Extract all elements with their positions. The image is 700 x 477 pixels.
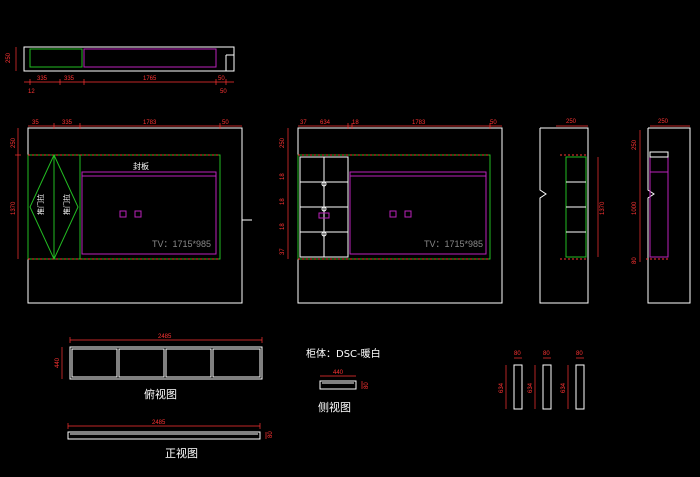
top-strip-dim-1: 335 — [37, 76, 48, 82]
fv-dim-right: 80 — [268, 431, 274, 438]
pv-caption: 俯视图 — [144, 387, 177, 401]
fe1-socket-1 — [119, 210, 127, 218]
pd1-dim-left: 634 — [499, 382, 505, 393]
pv-dim-width: 2485 — [158, 334, 172, 340]
pd3-dim-left: 634 — [561, 382, 567, 393]
sv-dims — [320, 375, 363, 389]
material-note: 柜体：DSC-暖白 — [306, 347, 381, 360]
fe2-dims — [287, 123, 502, 259]
top-strip-outline — [23, 46, 235, 72]
pd1-panel — [513, 364, 523, 410]
pd2-panel — [542, 364, 552, 410]
pv-outline — [69, 346, 263, 380]
fe1-dim-left-2: 1370 — [11, 201, 17, 215]
ss1-outline — [539, 127, 589, 304]
sv-caption: 侧视图 — [318, 400, 351, 414]
panel-detail-2: 80 634 — [528, 351, 552, 410]
panel-detail-1: 80 634 — [499, 351, 523, 410]
top-strip-right-box — [83, 48, 217, 68]
fe2-dim-top-1: 37 — [300, 120, 307, 126]
ss1-dim-top: 250 — [566, 119, 577, 125]
fe2-dim-top-3: 18 — [352, 120, 359, 126]
top-strip-dim-2: 335 — [64, 76, 75, 82]
front-view — [67, 431, 261, 440]
fe1-dim-top-1: 35 — [32, 120, 39, 126]
fe1-dims — [15, 123, 242, 259]
ss2-outline — [647, 127, 691, 304]
front-elevation-2 — [297, 127, 503, 304]
fe2-dim-left-5: 37 — [280, 248, 286, 255]
panel-detail-3: 80 634 — [561, 351, 585, 410]
front-elevation-1 — [27, 127, 252, 304]
sv-dim-width: 440 — [333, 370, 344, 376]
fe1-tv-label: TV：1715*985 — [152, 239, 211, 249]
side-view — [319, 380, 357, 390]
ss2-dim-right-3: 80 — [632, 257, 638, 264]
ss2-dim-right-1: 250 — [632, 139, 638, 150]
fe1-dim-top-2: 335 — [62, 120, 73, 126]
top-strip-dim-height: 250 — [6, 52, 12, 63]
pd3-panel — [575, 364, 585, 410]
fe2-dim-left-4: 18 — [280, 223, 286, 230]
fe2-tv-label: TV：1715*985 — [424, 239, 483, 249]
top-strip-dim-3: 1765 — [143, 76, 157, 82]
ss1-dim-right: 1370 — [600, 201, 606, 215]
pv-dims — [61, 337, 263, 379]
fe2-socket-1 — [389, 210, 397, 218]
fe1-label-fengban: 封板 — [133, 161, 149, 171]
pd3-dim-top: 80 — [576, 351, 583, 357]
pd1-dim-top: 80 — [514, 351, 521, 357]
top-strip-drawing — [23, 46, 235, 72]
fv-outline — [67, 431, 261, 440]
pd2-dim-top: 80 — [543, 351, 550, 357]
ss2-dim-right-2: 1000 — [632, 201, 638, 215]
pd2-dim-left: 634 — [528, 382, 534, 393]
fe1-dim-top-4: 50 — [222, 120, 229, 126]
fe1-label-door-right: 推门拉 — [62, 194, 71, 215]
fe2-dim-top-5: 50 — [490, 120, 497, 126]
side-section-1 — [539, 127, 589, 304]
pv-dim-left: 440 — [55, 357, 61, 368]
top-strip-dim-4: 50 — [218, 76, 225, 82]
sv-dim-right: 80 — [364, 382, 370, 389]
fe2-dim-left-2: 18 — [280, 173, 286, 180]
fv-dims — [67, 423, 267, 439]
fv-caption: 正视图 — [165, 446, 198, 460]
top-strip-dim-5: 12 — [28, 89, 35, 95]
ss1-dims — [556, 125, 599, 257]
sv-outline — [319, 380, 357, 390]
fe2-dim-top-4: 1783 — [412, 120, 426, 126]
top-strip-dims — [15, 47, 234, 85]
fe2-socket-2 — [404, 210, 412, 218]
fe2-dim-left-1: 250 — [280, 137, 286, 148]
fe1-dim-top-3: 1783 — [143, 120, 157, 126]
top-strip-dim-6: 50 — [220, 89, 227, 95]
fv-dim-width: 2485 — [152, 420, 166, 426]
fe2-dim-left-3: 18 — [280, 198, 286, 205]
side-section-2 — [646, 127, 691, 304]
plan-view — [69, 346, 263, 380]
fe1-socket-2 — [134, 210, 142, 218]
ss2-dim-top: 250 — [658, 119, 669, 125]
fe1-dim-left-1: 250 — [11, 137, 17, 148]
fe1-label-door-left: 推门拉 — [36, 194, 45, 215]
fe2-dim-top-2: 634 — [320, 120, 331, 126]
top-strip-left-box — [29, 48, 83, 68]
ss2-dims — [639, 125, 690, 262]
